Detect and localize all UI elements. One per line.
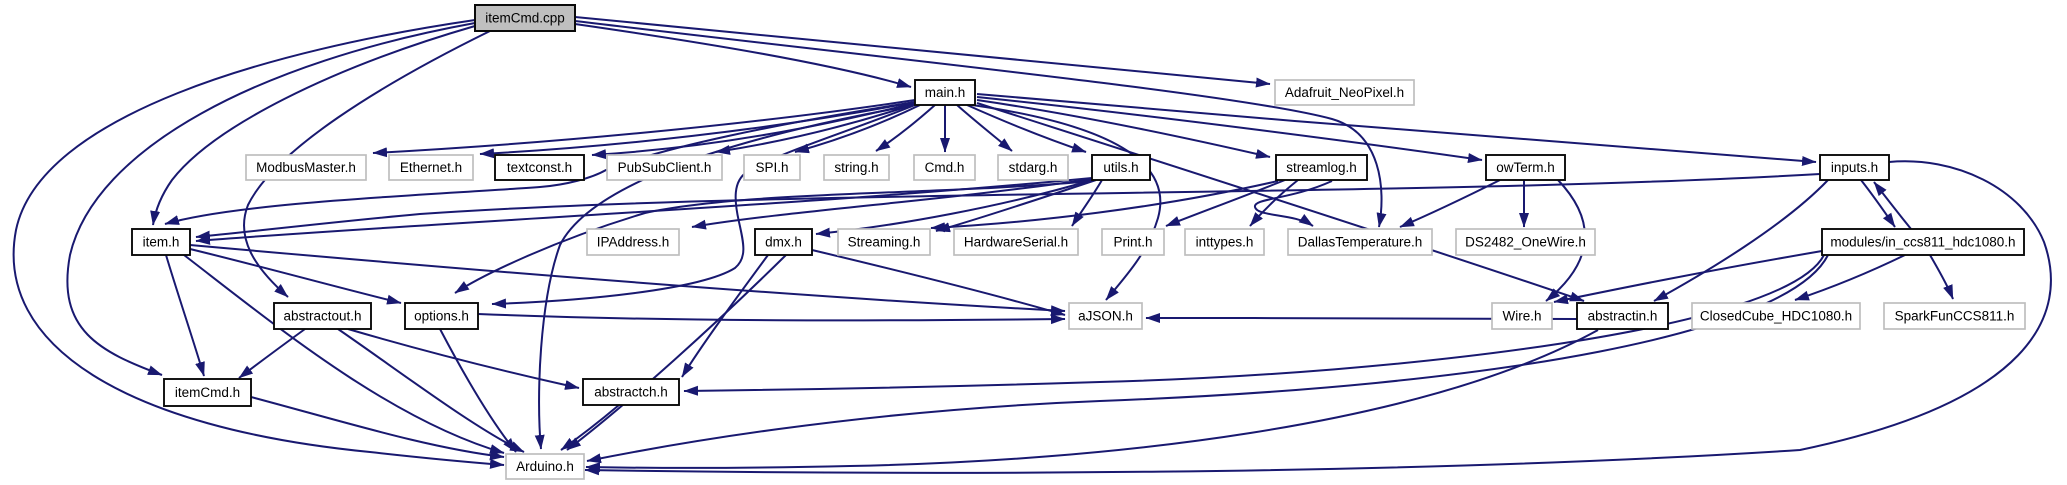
svg-text:item.h: item.h <box>143 235 180 250</box>
svg-text:itemCmd.h: itemCmd.h <box>175 385 240 400</box>
svg-text:inputs.h: inputs.h <box>1831 160 1878 175</box>
svg-text:abstractin.h: abstractin.h <box>1588 309 1658 324</box>
svg-text:Wire.h: Wire.h <box>1502 309 1541 324</box>
svg-text:stdarg.h: stdarg.h <box>1009 160 1058 175</box>
svg-text:aJSON.h: aJSON.h <box>1078 309 1133 324</box>
svg-text:abstractout.h: abstractout.h <box>283 309 361 324</box>
svg-text:abstractch.h: abstractch.h <box>594 385 668 400</box>
svg-text:utils.h: utils.h <box>1103 160 1138 175</box>
svg-text:ClosedCube_HDC1080.h: ClosedCube_HDC1080.h <box>1700 309 1852 324</box>
svg-text:owTerm.h: owTerm.h <box>1496 160 1555 175</box>
svg-text:DallasTemperature.h: DallasTemperature.h <box>1298 235 1423 250</box>
svg-text:IPAddress.h: IPAddress.h <box>597 235 670 250</box>
svg-text:options.h: options.h <box>414 309 469 324</box>
svg-text:string.h: string.h <box>834 160 878 175</box>
svg-text:Streaming.h: Streaming.h <box>848 235 921 250</box>
svg-text:ModbusMaster.h: ModbusMaster.h <box>256 160 356 175</box>
svg-text:SPI.h: SPI.h <box>755 160 788 175</box>
svg-text:Print.h: Print.h <box>1113 235 1152 250</box>
svg-text:HardwareSerial.h: HardwareSerial.h <box>964 235 1068 250</box>
svg-text:PubSubClient.h: PubSubClient.h <box>618 160 712 175</box>
svg-text:inttypes.h: inttypes.h <box>1196 235 1254 250</box>
svg-text:Arduino.h: Arduino.h <box>516 459 574 474</box>
svg-text:DS2482_OneWire.h: DS2482_OneWire.h <box>1465 235 1586 250</box>
svg-text:Adafruit_NeoPixel.h: Adafruit_NeoPixel.h <box>1285 85 1404 100</box>
svg-text:dmx.h: dmx.h <box>765 235 802 250</box>
svg-text:Ethernet.h: Ethernet.h <box>400 160 462 175</box>
svg-text:Cmd.h: Cmd.h <box>925 160 965 175</box>
svg-text:main.h: main.h <box>925 85 966 100</box>
svg-text:streamlog.h: streamlog.h <box>1286 160 1357 175</box>
svg-text:modules/in_ccs811_hdc1080.h: modules/in_ccs811_hdc1080.h <box>1830 235 2015 250</box>
svg-text:SparkFunCCS811.h: SparkFunCCS811.h <box>1895 309 2015 324</box>
svg-text:itemCmd.cpp: itemCmd.cpp <box>485 11 565 26</box>
svg-text:textconst.h: textconst.h <box>507 160 572 175</box>
